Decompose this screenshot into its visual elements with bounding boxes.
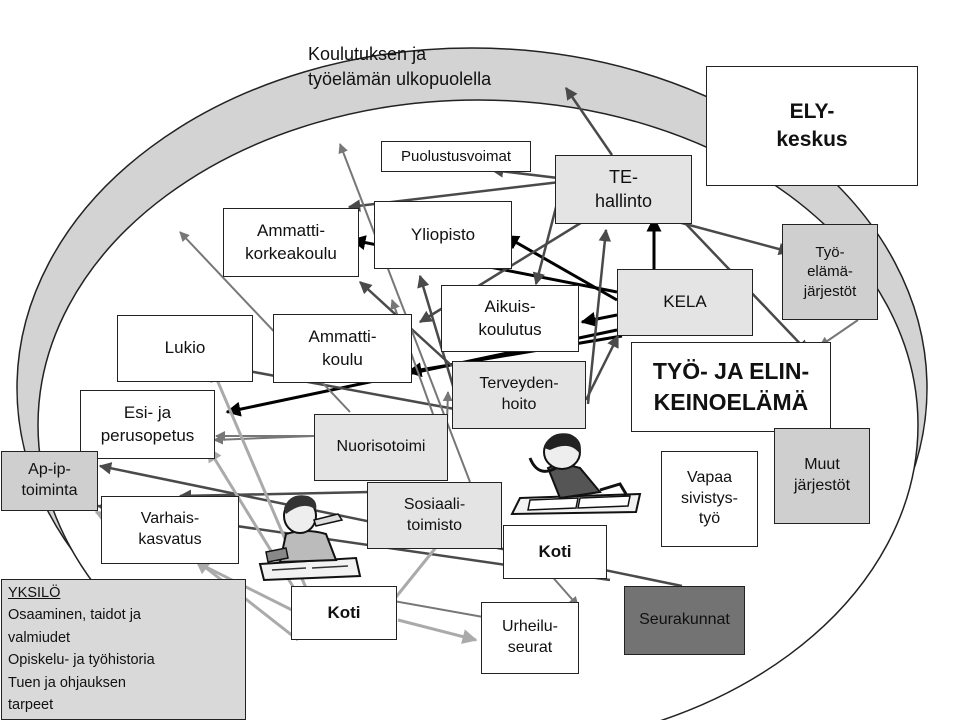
thinking-child-illustration bbox=[258, 495, 362, 582]
connector-arrow bbox=[417, 274, 458, 397]
lukio-box: Lukio bbox=[117, 315, 253, 382]
yksilo-line-2: valmiudet bbox=[8, 629, 71, 646]
seurakunnat-label: Seurakunnat bbox=[639, 611, 730, 629]
terveydenhoito-label: Terveyden- hoito bbox=[479, 375, 559, 413]
koti-right-box: Koti bbox=[503, 525, 607, 579]
seurakunnat-box: Seurakunnat bbox=[624, 586, 745, 655]
yksilo-box: YKSILÖ Osaaminen, taidot ja valmiudet Op… bbox=[1, 579, 246, 720]
muut-jarjestot-label: Muut järjestöt bbox=[793, 456, 851, 494]
vapaa-sivistystyo-label: Vapaa sivistys- työ bbox=[681, 468, 738, 528]
ammattikoulu-label: Ammatti- koulu bbox=[308, 327, 377, 369]
koti-left-box: Koti bbox=[291, 586, 397, 640]
ammattikoulu-box: Ammatti- koulu bbox=[273, 314, 412, 383]
connector-arrow bbox=[584, 334, 620, 401]
tyoelamajarjestot-box: Työ- elämä- järjestöt bbox=[782, 224, 878, 320]
connector-arrow bbox=[580, 311, 618, 327]
connector-arrow bbox=[503, 234, 618, 302]
te-hallinto-box: TE- hallinto bbox=[555, 155, 692, 224]
te-hallinto-label: TE- hallinto bbox=[594, 167, 653, 211]
connector-arrow bbox=[230, 363, 461, 412]
vapaa-sivistystyo-box: Vapaa sivistys- työ bbox=[661, 451, 758, 547]
muut-jarjestot-box: Muut järjestöt bbox=[774, 428, 870, 524]
sosiaalitoimisto-box: Sosiaali- toimisto bbox=[367, 482, 502, 549]
yksilo-line-5: tarpeet bbox=[8, 697, 54, 714]
connector-arrow bbox=[338, 143, 471, 483]
yliopisto-box: Yliopisto bbox=[374, 201, 512, 269]
puolustusvoimat-box: Puolustusvoimat bbox=[381, 141, 531, 172]
sosiaalitoimisto-label: Sosiaali- toimisto bbox=[403, 495, 466, 534]
nuorisotoimi-box: Nuorisotoimi bbox=[314, 414, 448, 481]
ap-ip-toiminta-box: Ap-ip- toiminta bbox=[1, 451, 98, 511]
connector-arrow bbox=[564, 86, 614, 156]
kela-box: KELA bbox=[617, 269, 753, 336]
ammattikorkeakoulu-box: Ammatti- korkeakoulu bbox=[223, 208, 359, 277]
esi-ja-perusopetus-label: Esi- ja perusopetus bbox=[100, 403, 195, 445]
terveydenhoito-box: Terveyden- hoito bbox=[452, 361, 586, 429]
koti-right-label: Koti bbox=[538, 541, 572, 561]
outer-label-text: Koulutuksen ja työelämän ulkopuolella bbox=[308, 44, 492, 90]
puolustusvoimat-label: Puolustusvoimat bbox=[400, 147, 512, 165]
ammattikorkeakoulu-label: Ammatti- korkeakoulu bbox=[245, 221, 337, 263]
lukio-label: Lukio bbox=[164, 338, 206, 358]
connector-arrow bbox=[194, 558, 299, 642]
nuorisotoimi-label: Nuorisotoimi bbox=[336, 438, 426, 456]
outer-region-label: Koulutuksen ja työelämän ulkopuolella bbox=[308, 42, 491, 92]
yksilo-title: YKSILÖ bbox=[8, 585, 61, 601]
varhaiskasvatus-box: Varhais- kasvatus bbox=[101, 496, 239, 564]
ely-label: ELY- keskus bbox=[776, 99, 848, 151]
urheiluseurat-label: Urheilu- seurat bbox=[501, 618, 558, 656]
aikuiskoulutus-box: Aikuis- koulutus bbox=[441, 285, 579, 352]
connector-arrow bbox=[586, 228, 612, 405]
yliopisto-label: Yliopisto bbox=[410, 224, 476, 244]
ap-ip-toiminta-label: Ap-ip- toiminta bbox=[21, 461, 78, 499]
studying-student-illustration bbox=[510, 433, 642, 516]
kela-label: KELA bbox=[663, 292, 707, 312]
yksilo-line-3: Opiskelu- ja työhistoria bbox=[8, 652, 155, 669]
tyo-ja-elinkeinoelama-label: TYÖ- JA ELIN- KEINOELÄMÄ bbox=[652, 357, 810, 415]
connector-arrow bbox=[213, 434, 315, 445]
connector-arrow bbox=[178, 489, 371, 503]
esi-ja-perusopetus-box: Esi- ja perusopetus bbox=[80, 390, 215, 459]
ely-box: ELY- keskus bbox=[706, 66, 918, 186]
connector-arrow bbox=[397, 618, 478, 644]
tyo-ja-elinkeinoelama-box: TYÖ- JA ELIN- KEINOELÄMÄ bbox=[631, 342, 831, 432]
connector-arrow bbox=[677, 220, 792, 256]
aikuiskoulutus-label: Aikuis- koulutus bbox=[478, 297, 542, 339]
urheiluseurat-box: Urheilu- seurat bbox=[481, 602, 579, 674]
varhaiskasvatus-label: Varhais- kasvatus bbox=[138, 510, 202, 548]
yksilo-line-4: Tuen ja ohjauksen bbox=[8, 674, 126, 691]
koti-left-label: Koti bbox=[327, 602, 361, 622]
tyoelamajarjestot-label: Työ- elämä- järjestöt bbox=[803, 243, 857, 300]
yksilo-line-1: Osaaminen, taidot ja bbox=[8, 607, 141, 624]
connector-arrow bbox=[819, 319, 859, 347]
